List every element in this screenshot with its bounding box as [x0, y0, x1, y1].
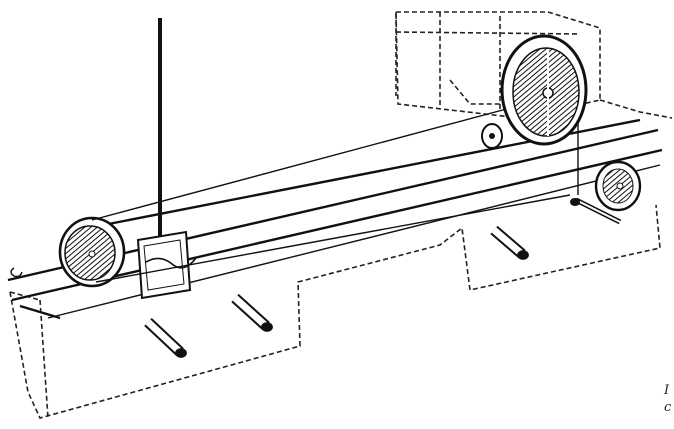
left-end-clip [10, 267, 23, 278]
sliding-carriage [136, 18, 197, 300]
support-pegs [144, 225, 529, 358]
large-drive-wheel [500, 34, 588, 146]
horizontal-rail [7, 118, 663, 320]
drive-cord [91, 99, 579, 283]
peg-3 [490, 225, 529, 260]
hand-crank-wheel [594, 160, 642, 212]
dashed-support-stand [9, 204, 661, 419]
crank-handle-icon [570, 197, 622, 225]
small-idler-pulley [481, 123, 503, 149]
caption-fragment-1: I [664, 383, 670, 398]
caption-fragment-2: c [664, 400, 672, 415]
peg-1 [144, 317, 187, 358]
left-pulley [58, 216, 126, 288]
peg-2 [231, 293, 273, 332]
